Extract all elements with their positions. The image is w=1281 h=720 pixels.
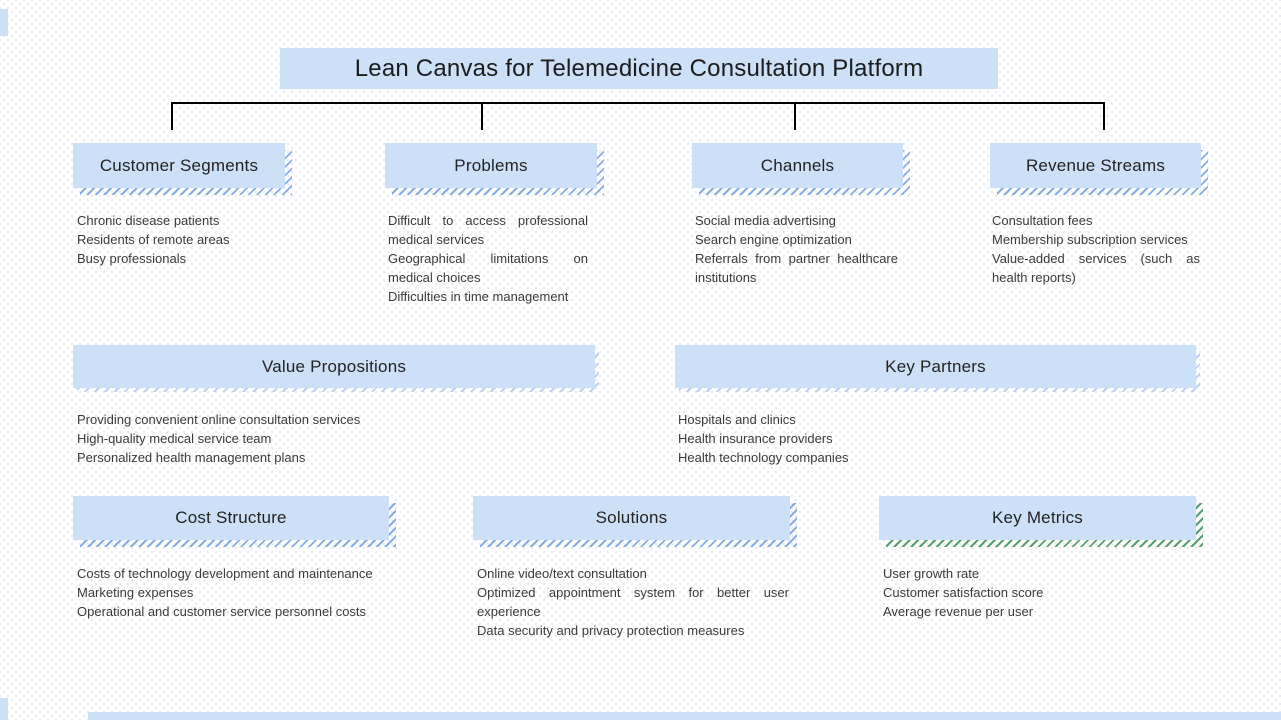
list-item: Geographical limitations on medical choi… (388, 251, 588, 285)
list-item: Value-added services (such as health rep… (992, 251, 1200, 285)
connector-drop-problems (481, 102, 483, 130)
list-item: Difficult to access professional medical… (388, 213, 588, 247)
section-label-key-metrics: Key Metrics (879, 496, 1196, 540)
list-item: Providing convenient online consultation… (77, 412, 361, 427)
list-item: Residents of remote areas (77, 232, 230, 247)
section-box-value-propositions: Value Propositions (73, 345, 599, 392)
list-item: Costs of technology development and main… (77, 566, 373, 581)
connector-drop-channels (794, 102, 796, 130)
list-item: Average revenue per user (883, 604, 1034, 619)
list-item: Hospitals and clinics (678, 412, 796, 427)
section-label-revenue-streams: Revenue Streams (990, 143, 1201, 188)
items-key-metrics: User growth rate Customer satisfaction s… (883, 564, 1183, 621)
list-item: Online video/text consultation (477, 566, 647, 581)
diagram-title: Lean Canvas for Telemedicine Consultatio… (280, 48, 998, 89)
section-box-cost-structure: Cost Structure (73, 496, 396, 547)
list-item: Busy professionals (77, 251, 187, 266)
list-item: Customer satisfaction score (883, 585, 1044, 600)
list-item: Consultation fees (992, 213, 1093, 228)
list-item: Difficulties in time management (388, 289, 569, 304)
section-label-solutions: Solutions (473, 496, 790, 540)
list-item: Health insurance providers (678, 431, 833, 446)
section-label-value-propositions: Value Propositions (73, 345, 595, 388)
list-item: Data security and privacy protection mea… (477, 623, 745, 638)
items-solutions: Online video/text consultation Optimized… (477, 564, 789, 640)
section-box-key-metrics: Key Metrics (879, 496, 1203, 547)
list-item: Referrals from partner healthcare instit… (695, 251, 898, 285)
list-item: Operational and customer service personn… (77, 604, 367, 619)
list-item: Optimized appointment system for better … (477, 585, 789, 619)
list-item: Marketing expenses (77, 585, 194, 600)
section-label-channels: Channels (692, 143, 903, 188)
section-box-revenue-streams: Revenue Streams (990, 143, 1208, 195)
connector-drop-revenue-streams (1103, 102, 1105, 130)
items-problems: Difficult to access professional medical… (388, 211, 588, 306)
section-label-key-partners: Key Partners (675, 345, 1196, 388)
edge-decoration-bottom-left (0, 698, 8, 720)
items-value-propositions: Providing convenient online consultation… (77, 410, 597, 467)
list-item: Personalized health management plans (77, 450, 306, 465)
items-key-partners: Hospitals and clinics Health insurance p… (678, 410, 1198, 467)
items-channels: Social media advertising Search engine o… (695, 211, 898, 287)
items-customer-segments: Chronic disease patients Residents of re… (77, 211, 312, 268)
list-item: Chronic disease patients (77, 213, 220, 228)
connector-horizontal-line (171, 102, 1105, 104)
section-label-customer-segments: Customer Segments (73, 143, 285, 188)
edge-decoration-top-left (0, 9, 8, 36)
section-box-channels: Channels (692, 143, 910, 195)
list-item: Social media advertising (695, 213, 836, 228)
list-item: Search engine optimization (695, 232, 852, 247)
section-box-solutions: Solutions (473, 496, 797, 547)
connector-drop-customer-segments (171, 102, 173, 130)
edge-decoration-bottom (88, 712, 1281, 720)
section-box-problems: Problems (385, 143, 604, 195)
section-box-key-partners: Key Partners (675, 345, 1200, 392)
list-item: Membership subscription services (992, 232, 1188, 247)
list-item: High-quality medical service team (77, 431, 272, 446)
items-revenue-streams: Consultation fees Membership subscriptio… (992, 211, 1200, 287)
items-cost-structure: Costs of technology development and main… (77, 564, 389, 621)
section-label-problems: Problems (385, 143, 597, 188)
section-label-cost-structure: Cost Structure (73, 496, 389, 540)
list-item: User growth rate (883, 566, 980, 581)
section-box-customer-segments: Customer Segments (73, 143, 292, 195)
list-item: Health technology companies (678, 450, 849, 465)
